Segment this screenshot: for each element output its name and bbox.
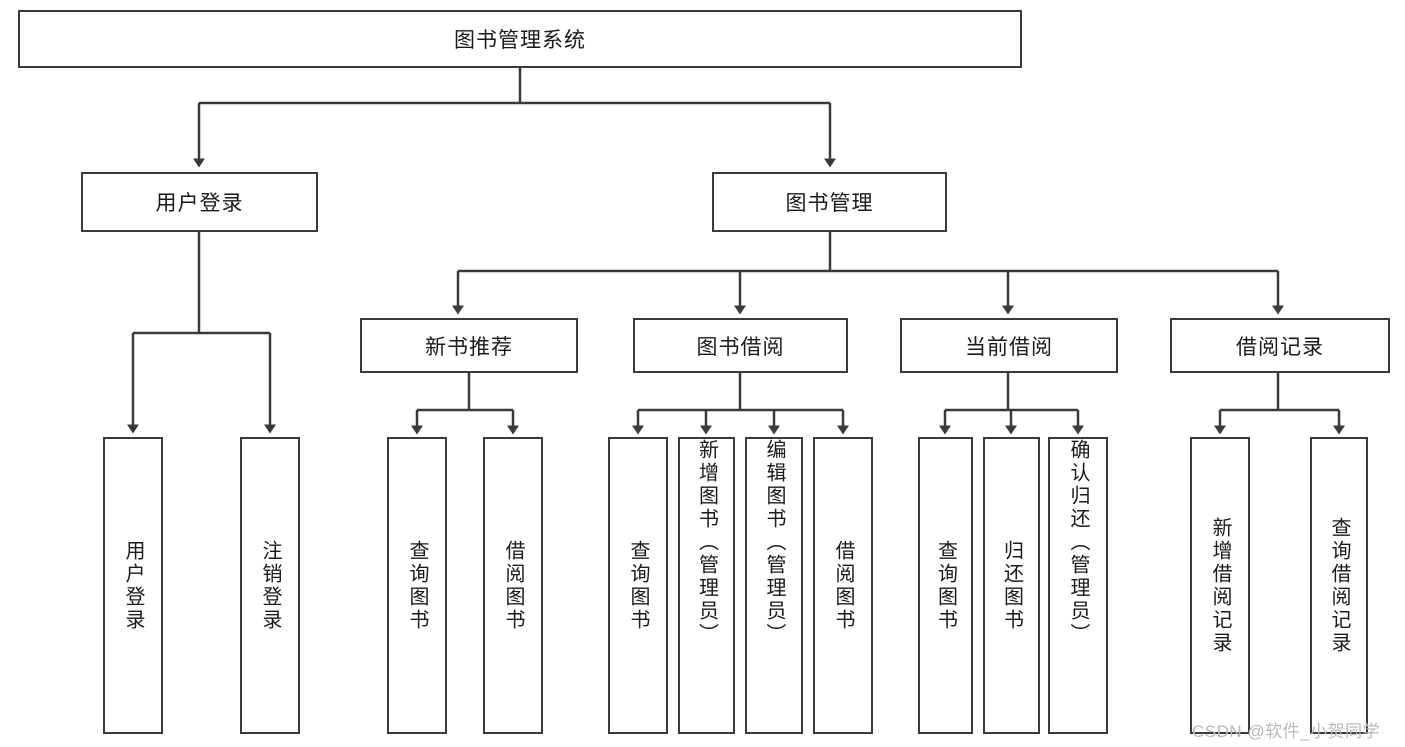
leaf-node-add-book[interactable]: 新增图书（管理员） <box>678 437 735 734</box>
leaf-label: 查询图书 <box>406 539 428 632</box>
leaf-node-logout[interactable]: 注销登录 <box>240 437 300 734</box>
leaf-label: 查询借阅记录 <box>1328 516 1350 655</box>
leaf-label: 查询图书 <box>934 539 957 632</box>
leaf-label: 新增借阅记录 <box>1209 516 1231 655</box>
leaf-node-query-book-borrow[interactable]: 查询图书 <box>608 437 668 734</box>
leaf-node-return-book[interactable]: 归还图书 <box>983 437 1040 734</box>
leaf-node-add-record[interactable]: 新增借阅记录 <box>1190 437 1250 734</box>
node-borrow-record[interactable]: 借阅记录 <box>1170 318 1390 373</box>
leaf-label: 归还图书 <box>1000 539 1023 632</box>
leaf-label: 借阅图书 <box>502 539 524 632</box>
leaf-label: 借阅图书 <box>832 539 854 632</box>
node-current-borrow-label: 当前借阅 <box>965 335 1053 359</box>
node-root[interactable]: 图书管理系统 <box>18 10 1022 68</box>
leaf-node-query-record[interactable]: 查询借阅记录 <box>1310 437 1368 734</box>
leaf-node-query-book-rec[interactable]: 查询图书 <box>387 437 447 734</box>
node-user-login-label: 用户登录 <box>155 192 244 215</box>
leaf-label: 编辑图书（管理员） <box>763 439 785 646</box>
leaf-label: 查询图书 <box>627 539 649 632</box>
csdn-watermark: CSDN @软件_小贺同学 <box>1192 722 1381 741</box>
leaf-node-query-book-cur[interactable]: 查询图书 <box>918 437 973 734</box>
leaf-node-user-login[interactable]: 用户登录 <box>103 437 163 734</box>
leaf-label: 确认归还（管理员） <box>1067 439 1089 646</box>
leaf-node-edit-book[interactable]: 编辑图书（管理员） <box>745 437 803 734</box>
node-book-manage-label: 图书管理 <box>785 192 874 215</box>
node-new-book-rec-label: 新书推荐 <box>425 335 513 359</box>
node-user-login[interactable]: 用户登录 <box>81 172 318 232</box>
leaf-node-borrow-book-rec[interactable]: 借阅图书 <box>483 437 543 734</box>
node-root-label: 图书管理系统 <box>454 29 586 52</box>
leaf-label: 用户登录 <box>122 539 144 632</box>
leaf-label: 注销登录 <box>259 539 281 632</box>
leaf-node-confirm-return[interactable]: 确认归还（管理员） <box>1048 437 1108 734</box>
leaf-node-borrow-book[interactable]: 借阅图书 <box>813 437 873 734</box>
node-book-borrow-label: 图书借阅 <box>696 335 785 359</box>
node-new-book-rec[interactable]: 新书推荐 <box>360 318 578 373</box>
node-book-borrow[interactable]: 图书借阅 <box>633 318 848 373</box>
node-current-borrow[interactable]: 当前借阅 <box>900 318 1118 373</box>
node-book-manage[interactable]: 图书管理 <box>712 172 947 232</box>
leaf-label: 新增图书（管理员） <box>695 439 718 646</box>
node-borrow-record-label: 借阅记录 <box>1236 335 1324 359</box>
